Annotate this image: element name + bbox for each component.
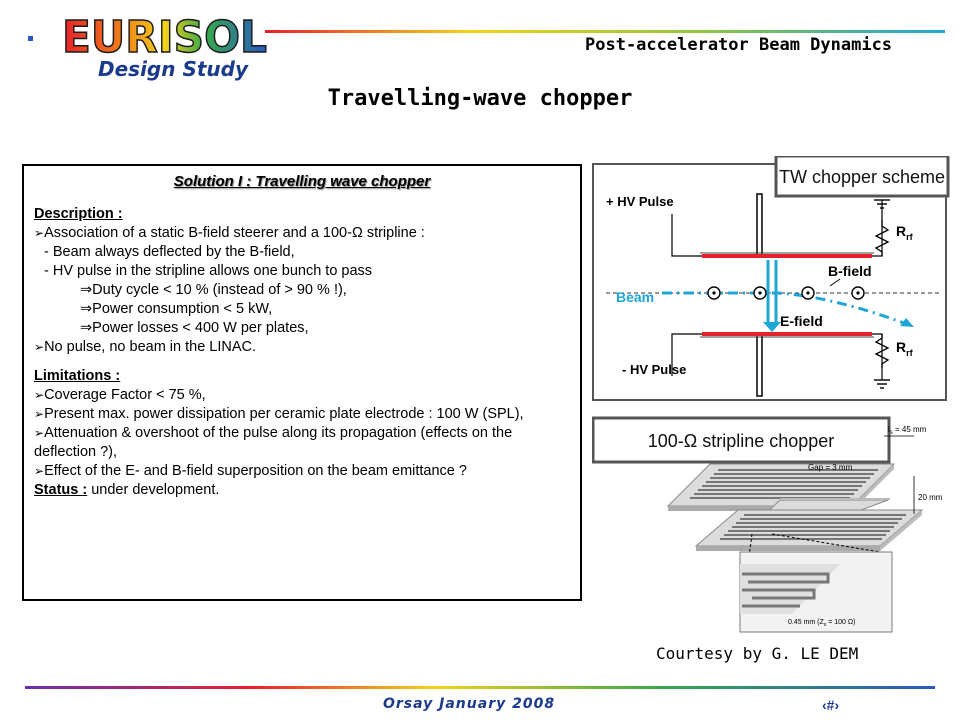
- bullet-arrow-icon: ➢: [34, 426, 45, 440]
- efield-label: E-field: [780, 313, 823, 329]
- tw-chopper-scheme: TW chopper scheme + HV Pulse - HV Pulse …: [592, 156, 950, 401]
- description-item: ➢No pulse, no beam in the LINAC.: [34, 339, 257, 355]
- courtesy-note: Courtesy by G. LE DEM: [656, 644, 859, 663]
- ls-label: ls = 45 mm: [888, 425, 927, 436]
- gap-label: Gap = 3 mm: [808, 463, 853, 472]
- footer-rule: [25, 686, 935, 689]
- description-item: - HV pulse in the stripline allows one b…: [44, 263, 373, 279]
- page-number: ‹#›: [822, 697, 840, 713]
- textbox-title: Solution I : Travelling wave chopper: [173, 173, 431, 190]
- solution-textbox: Solution I : Travelling wave chopper Des…: [22, 164, 582, 601]
- bfield-label: B-field: [828, 263, 872, 279]
- footer-date: Orsay January 2008: [383, 696, 556, 712]
- beam-label: Beam: [616, 289, 654, 305]
- limitation-item: ➢Present max. power dissipation per cera…: [34, 406, 524, 422]
- description-item: ➢Association of a static B-field steerer…: [34, 225, 425, 241]
- status-value: under development.: [87, 482, 220, 498]
- header-title: Post-accelerator Beam Dynamics: [585, 35, 893, 55]
- implies-icon: ⇒: [80, 282, 93, 298]
- status-line: Status : under development.: [34, 481, 570, 500]
- bullet-arrow-icon: ➢: [34, 388, 45, 402]
- bullet-arrow-icon: ➢: [34, 464, 45, 478]
- implies-icon: ⇒: [80, 301, 93, 317]
- strip-width-label: 0.45 mm (Zs = 100 Ω): [788, 619, 855, 628]
- status-label: Status :: [34, 482, 88, 498]
- rrf-lower-label: Rrf: [896, 339, 914, 358]
- limitation-item: ➢Coverage Factor < 75 %,: [34, 387, 206, 403]
- limitation-item: ➢Effect of the E- and B-field superposit…: [34, 463, 467, 479]
- limitation-item: ➢Attenuation & overshoot of the pulse al…: [34, 425, 513, 460]
- logo-subtitle: Design Study: [98, 57, 249, 81]
- implies-icon: ⇒: [80, 320, 93, 336]
- stripline-title: 100-Ω stripline chopper: [648, 431, 835, 451]
- bullet-arrow-icon: ➢: [34, 226, 45, 240]
- bullet-arrow-icon: ➢: [34, 340, 45, 354]
- description-item: ⇒Duty cycle < 10 % (instead of > 90 % !)…: [80, 282, 347, 298]
- bullet-arrow-icon: ➢: [34, 407, 45, 421]
- height-label: 20 mm: [918, 493, 943, 502]
- logo-text: EURISOL: [62, 12, 267, 63]
- hv-minus-label: - HV Pulse: [622, 362, 686, 377]
- description-item: - Beam always deflected by the B-field,: [44, 244, 295, 260]
- description-item: ⇒Power consumption < 5 kW,: [80, 301, 273, 317]
- header-rule: [265, 30, 945, 33]
- slide-title: Travelling-wave chopper: [327, 86, 633, 111]
- description-heading: Description :: [34, 206, 123, 222]
- scheme-title: TW chopper scheme: [779, 167, 945, 187]
- stripline-chopper-figure: 100-Ω stripline chopper ls = 45 mm Gap =…: [592, 416, 943, 633]
- hv-plus-label: + HV Pulse: [606, 194, 674, 209]
- eurisol-logo: EURISOL Design Study: [28, 11, 268, 81]
- rrf-upper-label: Rrf: [896, 223, 914, 242]
- limitations-heading: Limitations :: [34, 368, 121, 384]
- description-item: ⇒Power losses < 400 W per plates,: [80, 320, 309, 336]
